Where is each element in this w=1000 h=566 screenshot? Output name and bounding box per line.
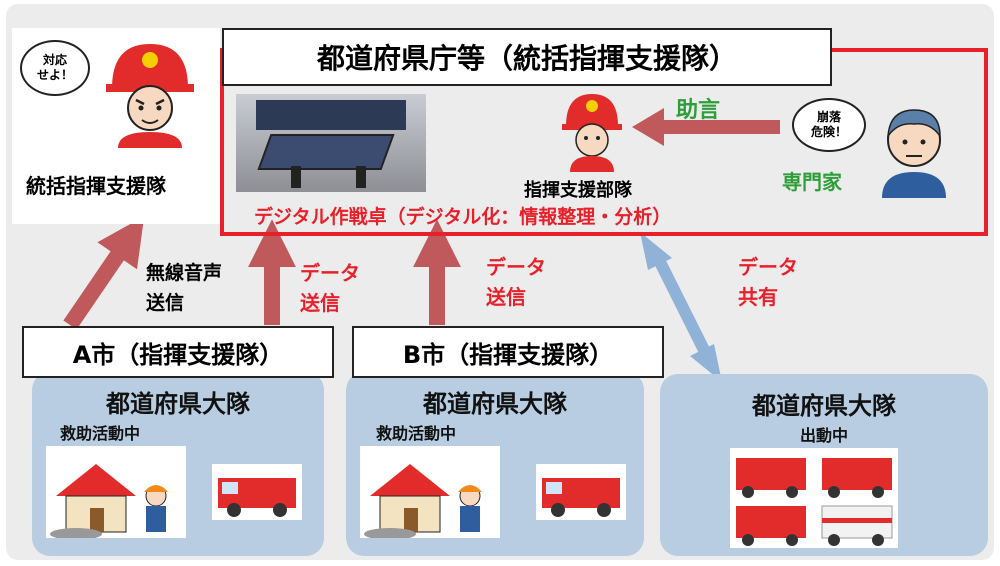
command-support-label: 指揮支援部隊 [524, 180, 632, 201]
radio-voice-label: 無線音声送信 [146, 262, 223, 314]
city-a-fire-truck [212, 464, 302, 520]
prefecture-hq-title: 都道府県庁等（統括指揮支援隊） [222, 28, 832, 86]
command-support-firefighter-icon [562, 94, 622, 172]
data-send-label-1: データ送信 [300, 261, 360, 315]
digital-table-photo [236, 94, 426, 192]
city-b-rescue-illustration [360, 446, 500, 540]
city-a-rescue-illustration [46, 446, 186, 540]
city-a-unit: 都道府県大隊 救助活動中 [32, 372, 324, 556]
expert-speech-bubble: 崩落危険！ [792, 98, 866, 152]
expert-person-icon [882, 109, 946, 198]
digital-table-caption: デジタル作戦卓（デジタル化：情報整理・分析） [254, 206, 672, 228]
city-b-label: B市（指揮支援隊） [352, 326, 664, 378]
city-a-label: A市（指揮支援隊） [22, 326, 334, 378]
city-b-unit: 都道府県大隊 救助活動中 [346, 372, 644, 556]
unit-c-status: 出動中 [799, 426, 848, 445]
data-share-label: データ共有 [738, 255, 798, 309]
radio-voice-arrow [63, 216, 145, 330]
city-b-unit-title: 都道府県大隊 [423, 390, 567, 418]
unit-c: 都道府県大隊 出動中 [660, 374, 988, 556]
city-b-status: 救助活動中 [376, 424, 457, 443]
overall-command-speech-bubble: 対応せよ！ [20, 40, 90, 96]
overall-command-firefighter-icon [106, 44, 194, 148]
unit-c-title: 都道府県大隊 [752, 392, 896, 420]
unit-c-vehicles-illustration [730, 448, 898, 548]
data-send-label-2: データ送信 [486, 255, 546, 309]
overall-command-label: 統括指揮支援隊 [26, 174, 166, 198]
advice-arrow [632, 108, 780, 146]
city-a-unit-title: 都道府県大隊 [106, 390, 250, 418]
city-b-fire-truck [536, 464, 626, 520]
expert-label: 専門家 [782, 170, 842, 194]
data-share-arrow [640, 232, 722, 382]
advice-label: 助言 [676, 98, 721, 123]
city-a-status: 救助活動中 [60, 424, 141, 443]
